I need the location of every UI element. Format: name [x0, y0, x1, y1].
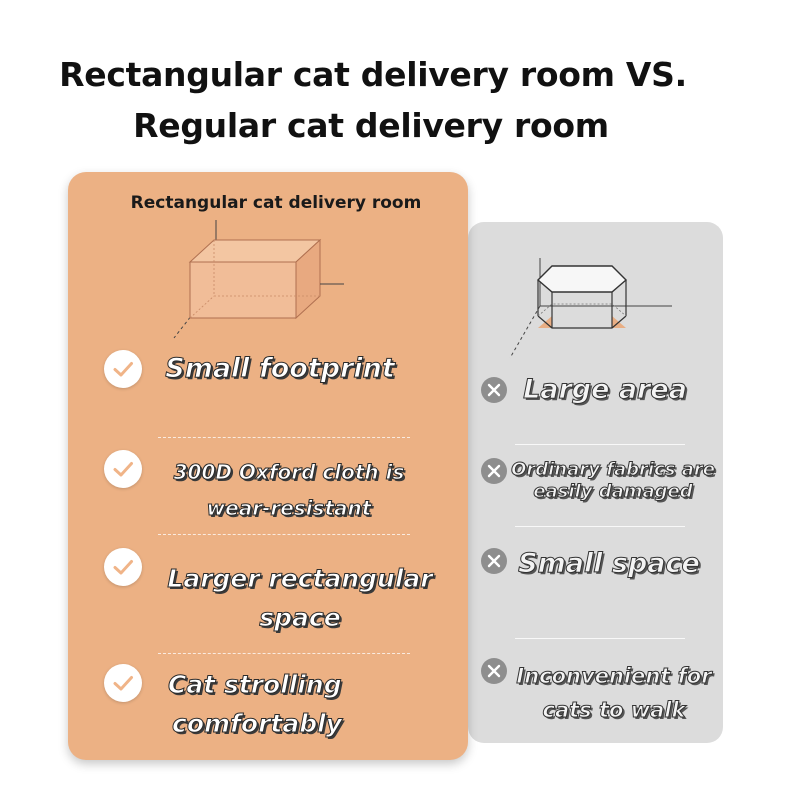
right-feature-3-text: Small space	[518, 548, 701, 580]
left-feature-2: 300D Oxford cloth is wear-resistant	[160, 454, 418, 526]
left-feature-3-line-2: space	[259, 602, 341, 632]
rectangular-box-diagram	[173, 220, 344, 339]
right-divider-1	[515, 444, 685, 445]
left-divider-2	[158, 534, 410, 535]
left-feature-4-line-1: Cat strolling	[168, 670, 343, 700]
left-divider-1	[158, 437, 410, 438]
check-icon	[104, 548, 142, 586]
left-feature-1: Small footprint	[160, 353, 400, 386]
right-feature-4-line-2: cats to walk	[542, 697, 686, 722]
right-feature-2: Ordinary fabrics are easily damaged	[503, 459, 723, 503]
left-feature-2-line-2: wear-resistant	[206, 496, 372, 521]
right-divider-2	[515, 526, 685, 527]
check-icon	[104, 450, 142, 488]
x-icon	[481, 658, 507, 684]
right-divider-3	[515, 638, 685, 639]
check-icon	[104, 350, 142, 388]
hexagonal-prism-diagram	[509, 258, 672, 359]
left-feature-1-text: Small footprint	[165, 353, 396, 385]
check-icon	[104, 664, 142, 702]
x-icon	[481, 377, 507, 403]
left-feature-3-line-1: Larger rectangular	[167, 564, 433, 594]
left-feature-3: Larger rectangular space	[160, 560, 440, 638]
left-feature-4: Cat strolling comfortably	[168, 666, 368, 744]
right-feature-2-line-1: Ordinary fabrics are	[511, 459, 716, 481]
right-feature-4-line-1: Inconvenient for	[516, 664, 712, 689]
right-feature-2-line-2: easily damaged	[533, 480, 693, 502]
right-feature-3: Small space	[500, 548, 718, 581]
right-feature-1: Large area	[500, 374, 710, 407]
right-feature-4: Inconvenient for cats to walk	[503, 660, 725, 727]
left-divider-3	[158, 653, 410, 654]
x-icon	[481, 458, 507, 484]
x-icon	[481, 548, 507, 574]
page-title-line-1: Rectangular cat delivery room VS.	[59, 55, 687, 94]
right-feature-1-text: Large area	[523, 374, 688, 406]
left-feature-2-line-1: 300D Oxford cloth is	[173, 460, 405, 485]
left-card-header: Rectangular cat delivery room	[130, 193, 422, 213]
page-title-line-2: Regular cat delivery room	[133, 106, 609, 145]
regular-room-card	[468, 222, 723, 743]
left-feature-4-line-2: comfortably	[172, 708, 343, 738]
